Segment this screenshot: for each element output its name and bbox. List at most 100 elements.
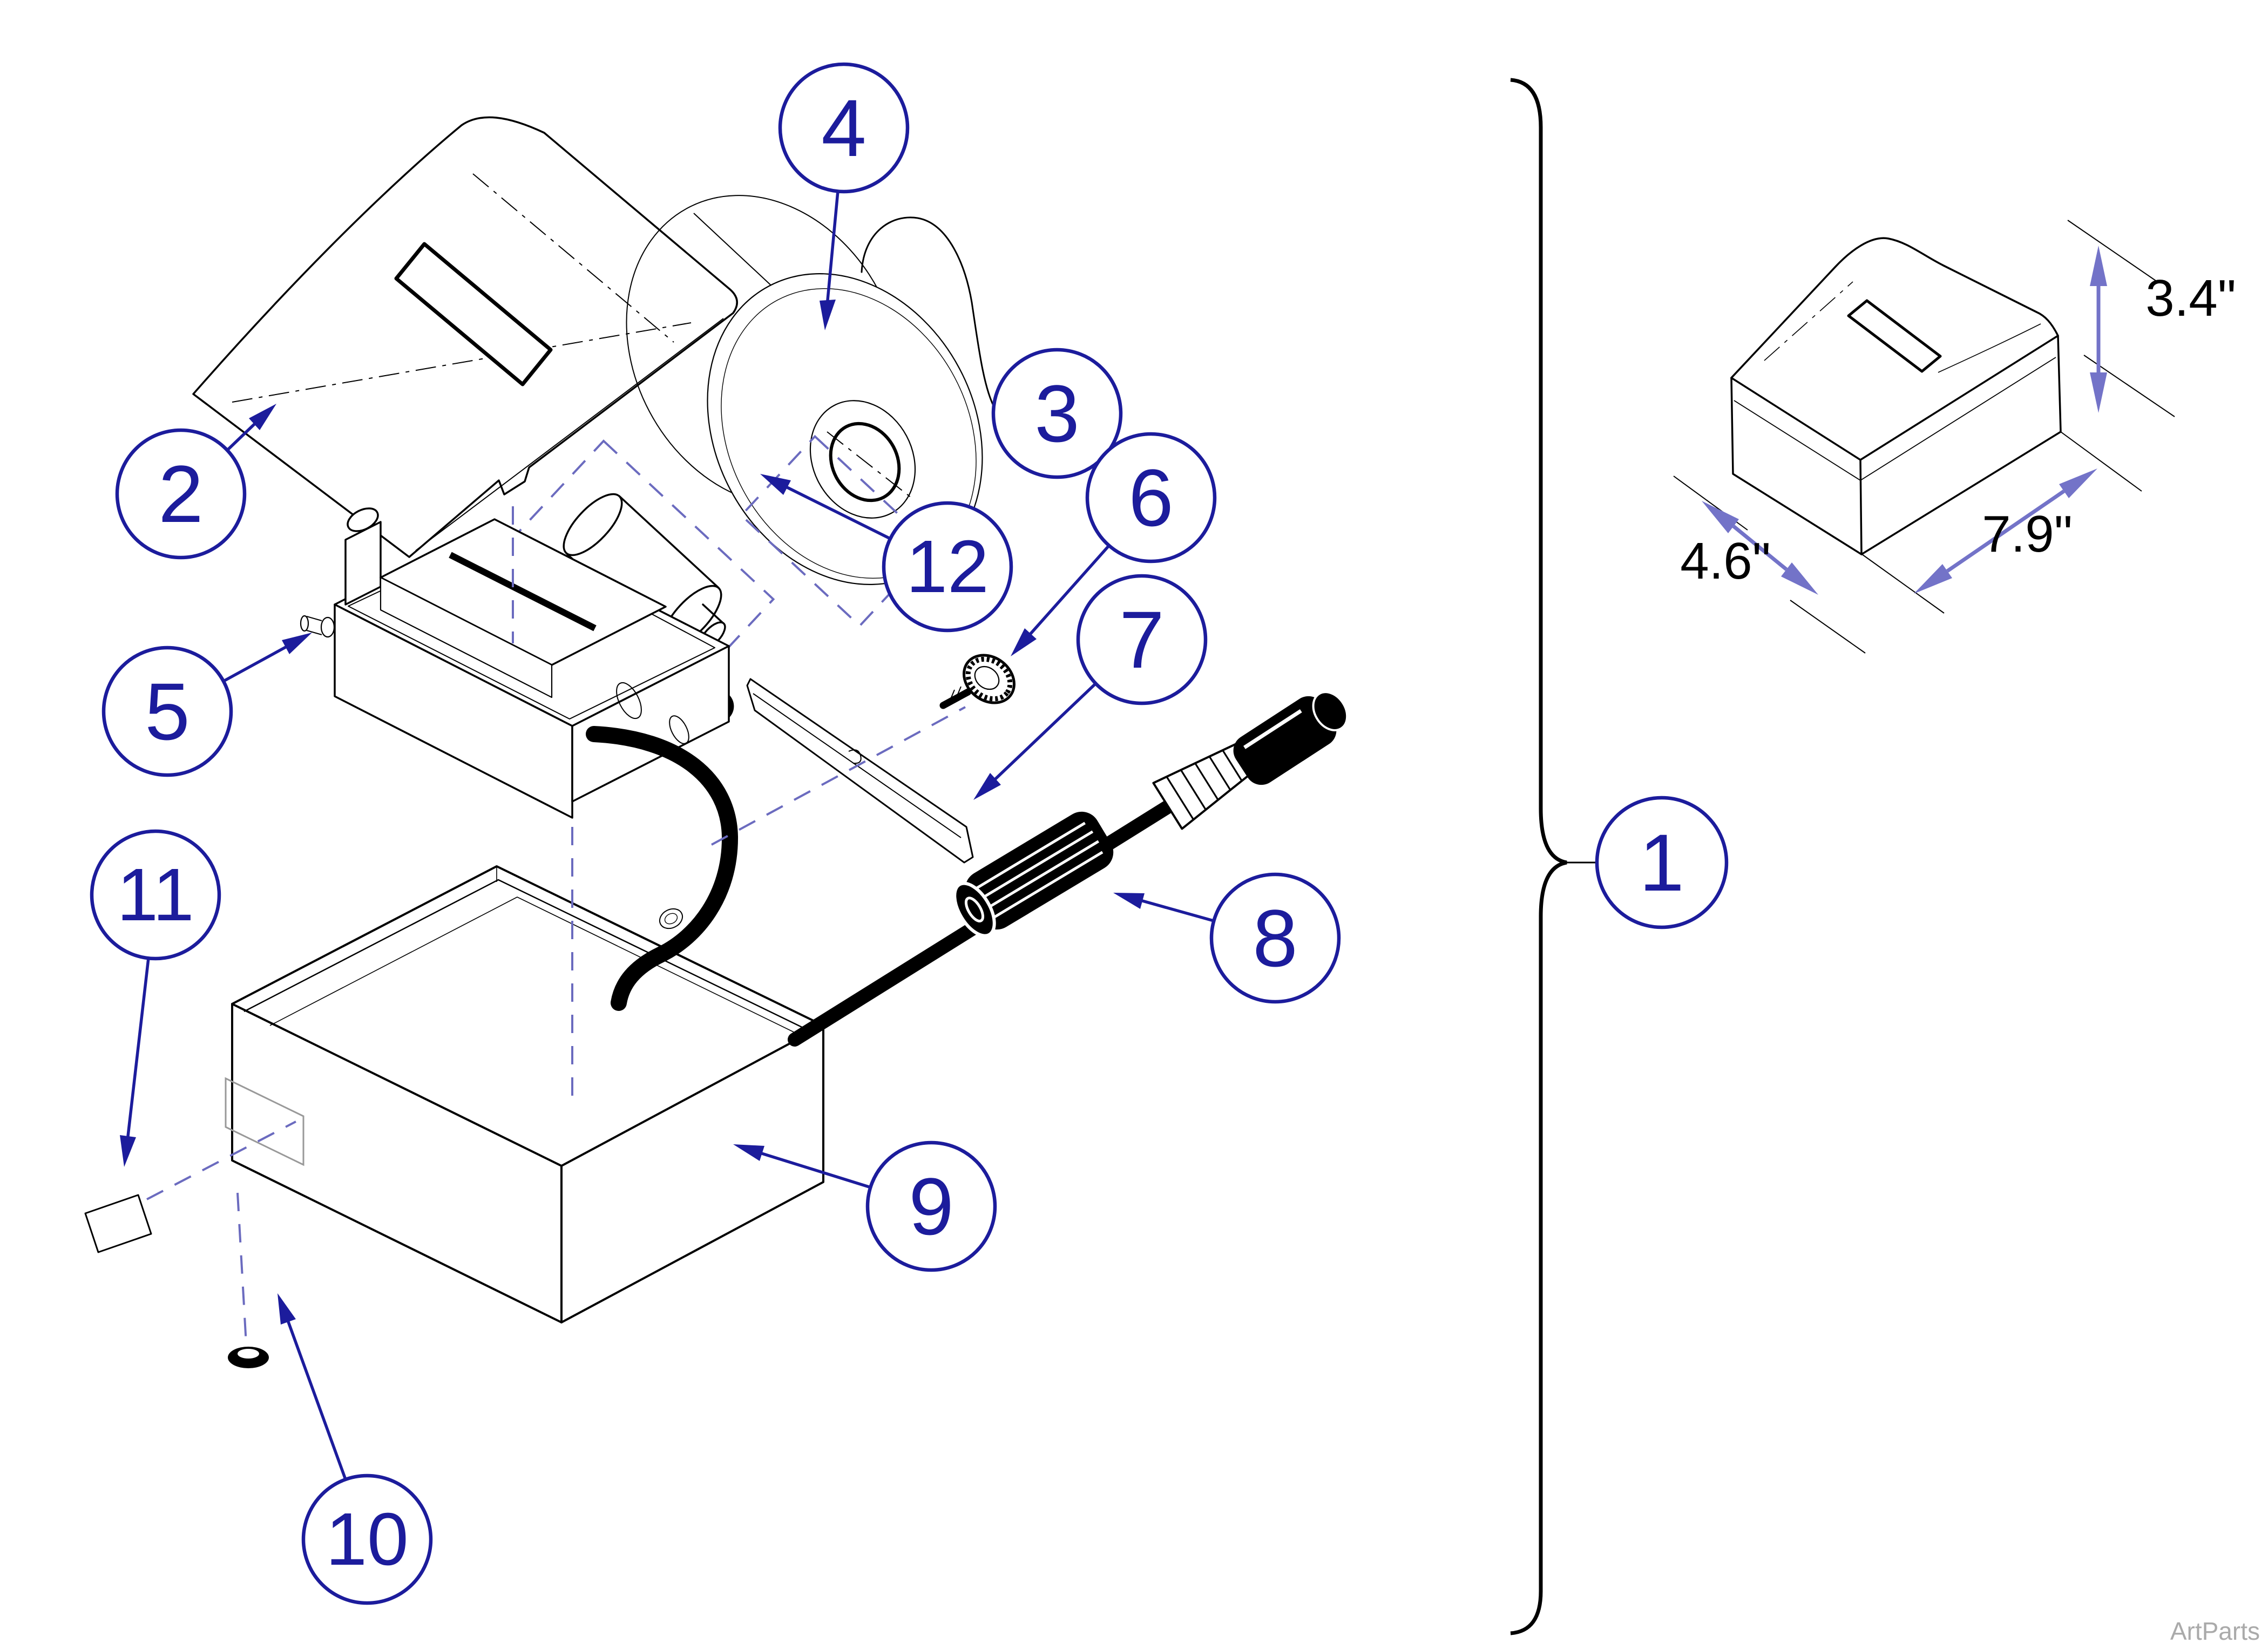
mech-side-screw-shank — [306, 616, 322, 635]
assembled-outline — [1730, 237, 2062, 555]
cover-foldline-1 — [232, 322, 692, 403]
callout-9-number: 9 — [909, 1161, 953, 1252]
alignment-guides — [146, 506, 966, 1345]
callout-12-bubble — [882, 501, 1013, 633]
mech-paper-slit — [449, 552, 597, 632]
mech-left-tab — [344, 521, 382, 606]
callout-8-bubble — [1209, 872, 1341, 1004]
dim-width: 7.9" — [1861, 431, 2142, 614]
callout-8-arrowhead — [1113, 893, 1145, 909]
callout-11-bubble — [90, 829, 221, 961]
foot-top — [238, 1349, 259, 1359]
dim-width-text: 7.9" — [1982, 505, 2073, 563]
thumbscrew-threads — [949, 686, 962, 703]
callout-4-leader — [826, 189, 840, 302]
cable-grip-endcap — [953, 881, 996, 938]
part-paper-roll — [626, 195, 996, 585]
box-grommet-hole — [659, 908, 683, 929]
mech-flange-slot-1 — [616, 682, 642, 719]
dim-height-text: 3.4" — [2145, 269, 2236, 327]
callout-2-leader — [226, 423, 256, 452]
callouts: 2 4 3 12 6 7 5 11 — [90, 62, 1729, 1605]
part-cable-assembly — [788, 691, 1349, 1047]
cover-edge-inner — [415, 318, 724, 551]
callout-1-bubble — [1595, 796, 1729, 929]
dim-depth: 4.6" — [1673, 476, 1866, 654]
callout-7-bubble — [1076, 574, 1208, 705]
dim-depth-arrowhead-right — [1781, 562, 1818, 595]
mech-boss-top — [347, 507, 379, 532]
cable-connector-barrel — [1233, 696, 1337, 785]
brace-curve — [1510, 78, 1567, 1635]
callout-9-arrowhead — [733, 1144, 764, 1161]
dim-height: 3.4" — [2067, 220, 2236, 417]
roll-silhouette — [693, 213, 775, 289]
callout-6-arrowhead — [1011, 628, 1037, 656]
cable-connector-highlight — [1243, 709, 1302, 749]
cable-grip-ribs — [975, 821, 1103, 919]
callout-3-leader-curve — [861, 216, 996, 410]
box-rim-lip — [243, 879, 816, 1035]
spindle-guide-box-2 — [740, 434, 935, 628]
callout-1-number: 1 — [1639, 817, 1684, 908]
tear-bar-body — [746, 678, 974, 864]
assembled-paper-slot — [1847, 299, 1942, 373]
alignment-dash-foot — [236, 1192, 247, 1345]
part-cover — [192, 116, 738, 558]
thumbscrew-head-inner — [974, 666, 1000, 690]
callout-5-number: 5 — [145, 666, 189, 757]
callout-4-arrowhead — [820, 300, 836, 330]
cover-foldline-2 — [472, 173, 674, 343]
assembled-seam — [1734, 357, 2056, 481]
callout-12-arrowhead — [760, 474, 791, 495]
mech-side-screw-end — [300, 615, 309, 632]
callout-3-bubble — [991, 348, 1123, 479]
callout-10-number: 10 — [326, 1498, 409, 1581]
callout-6-leader — [1029, 544, 1111, 635]
mech-front-face — [334, 603, 573, 819]
callout-11-leader — [126, 956, 150, 1138]
callout-6-number: 6 — [1128, 452, 1173, 543]
thumbscrew-knurl — [965, 656, 1013, 702]
box-label-recess — [225, 1077, 304, 1166]
part-thumbscrew — [939, 654, 1015, 709]
callout-4-bubble — [778, 62, 910, 194]
callout-9-bubble — [865, 1140, 997, 1272]
assembly-brace — [1510, 78, 1597, 1635]
box-interior-lines — [269, 866, 794, 1033]
part-foot — [228, 1347, 269, 1368]
cable-boot-ribs — [1166, 750, 1242, 820]
part-label — [84, 1194, 152, 1253]
cable-grip-hole — [964, 897, 985, 922]
callout-5-leader — [222, 646, 287, 683]
callout-2-arrowhead — [249, 404, 276, 430]
callout-12-leader — [786, 486, 892, 540]
cable-connector-tip — [1312, 691, 1349, 731]
spindle-end-left — [563, 493, 623, 556]
tear-bar-clip — [848, 749, 862, 764]
callout-6-bubble — [1085, 432, 1217, 563]
dim-width-extlines — [1861, 431, 2142, 614]
assembled-foldline — [1764, 281, 1853, 361]
box-silhouette — [231, 865, 824, 1323]
cable-connector — [1233, 691, 1349, 785]
callout-3-number: 3 — [1034, 368, 1079, 459]
callout-9-leader — [760, 1152, 872, 1189]
alignment-dash-thumbscrew — [711, 706, 966, 846]
callout-7-number: 7 — [1119, 594, 1164, 685]
dim-depth-arrowline — [1732, 525, 1788, 571]
mech-right-flange — [571, 645, 730, 803]
dim-width-arrowline — [1946, 490, 2065, 573]
box-front-edges — [231, 1003, 824, 1323]
part-chassis-box — [225, 865, 824, 1323]
callout-4-number: 4 — [821, 83, 866, 173]
callout-10-arrowhead — [277, 1293, 296, 1325]
callout-8-number: 8 — [1253, 893, 1297, 983]
part-tear-bar — [746, 678, 974, 864]
watermark-text: ArtParts — [2170, 1617, 2260, 1645]
dim-height-arrowhead-top — [2090, 246, 2107, 286]
callout-12-number: 12 — [906, 525, 989, 608]
callout-11-arrowhead — [120, 1135, 136, 1167]
mech-flange-slot-2 — [669, 715, 689, 744]
